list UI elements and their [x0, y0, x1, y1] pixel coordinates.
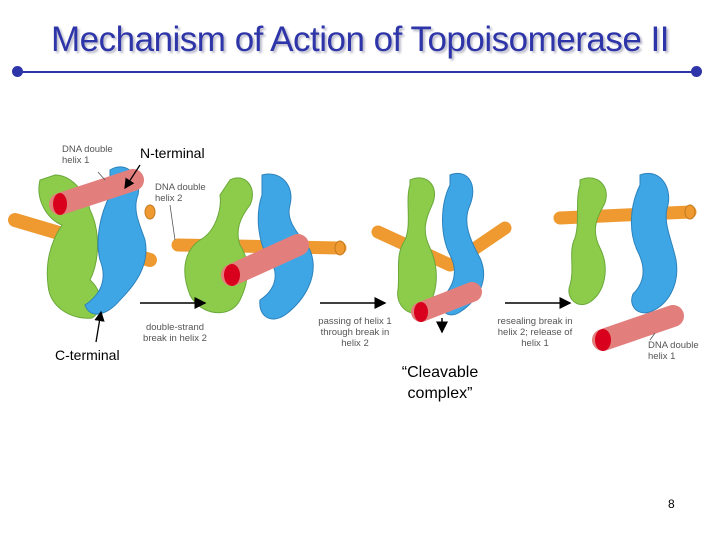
helix1-tube — [411, 282, 482, 322]
helix1-tube — [49, 169, 144, 215]
c-terminal-label: C-terminal — [55, 347, 120, 363]
page-number: 8 — [668, 497, 675, 511]
blue-subunit — [440, 172, 485, 316]
helix1-tube — [221, 234, 309, 286]
slide-title: Mechanism of Action of Topoisomerase II — [51, 20, 669, 59]
n-terminal-pointer — [124, 164, 141, 190]
helix1-end — [53, 193, 67, 215]
helix1-end — [414, 302, 428, 322]
green-subunit — [568, 177, 607, 306]
underline-dot-left — [12, 66, 23, 77]
step3-label: resealing break in helix 2; release of h… — [497, 316, 573, 349]
stage-1 — [8, 166, 157, 319]
step2-label: passing of helix 1 through break in heli… — [318, 316, 392, 349]
helix2-leader — [169, 204, 176, 241]
cleavable-complex-label: “Cleavable complex” — [401, 364, 479, 402]
helix2-end — [334, 240, 346, 256]
dna-helix1-label: DNA double helix 1 — [62, 144, 113, 166]
dna-helix2-label: DNA double helix 2 — [155, 182, 206, 204]
title-underline — [18, 71, 696, 73]
green-subunit — [397, 177, 437, 314]
blue-subunit — [630, 172, 678, 314]
stage-4 — [553, 172, 697, 351]
helix2-end — [684, 204, 696, 220]
stage-3 — [371, 172, 512, 334]
helix1-end — [224, 264, 240, 286]
n-terminal-label: N-terminal — [140, 145, 205, 161]
helix2-end — [144, 204, 156, 220]
helix1-tube — [592, 305, 684, 351]
underline-dot-right — [691, 66, 702, 77]
stage-2 — [171, 173, 347, 320]
helix1-leader — [97, 171, 106, 181]
dna-helix1-bottom-label: DNA double helix 1 — [648, 340, 699, 362]
blue-subunit — [84, 166, 147, 315]
helix1-end — [595, 329, 611, 351]
helix1-bottom-leader — [649, 332, 656, 341]
step1-label: double-strand break in helix 2 — [143, 322, 207, 344]
c-terminal-pointer — [94, 310, 105, 343]
